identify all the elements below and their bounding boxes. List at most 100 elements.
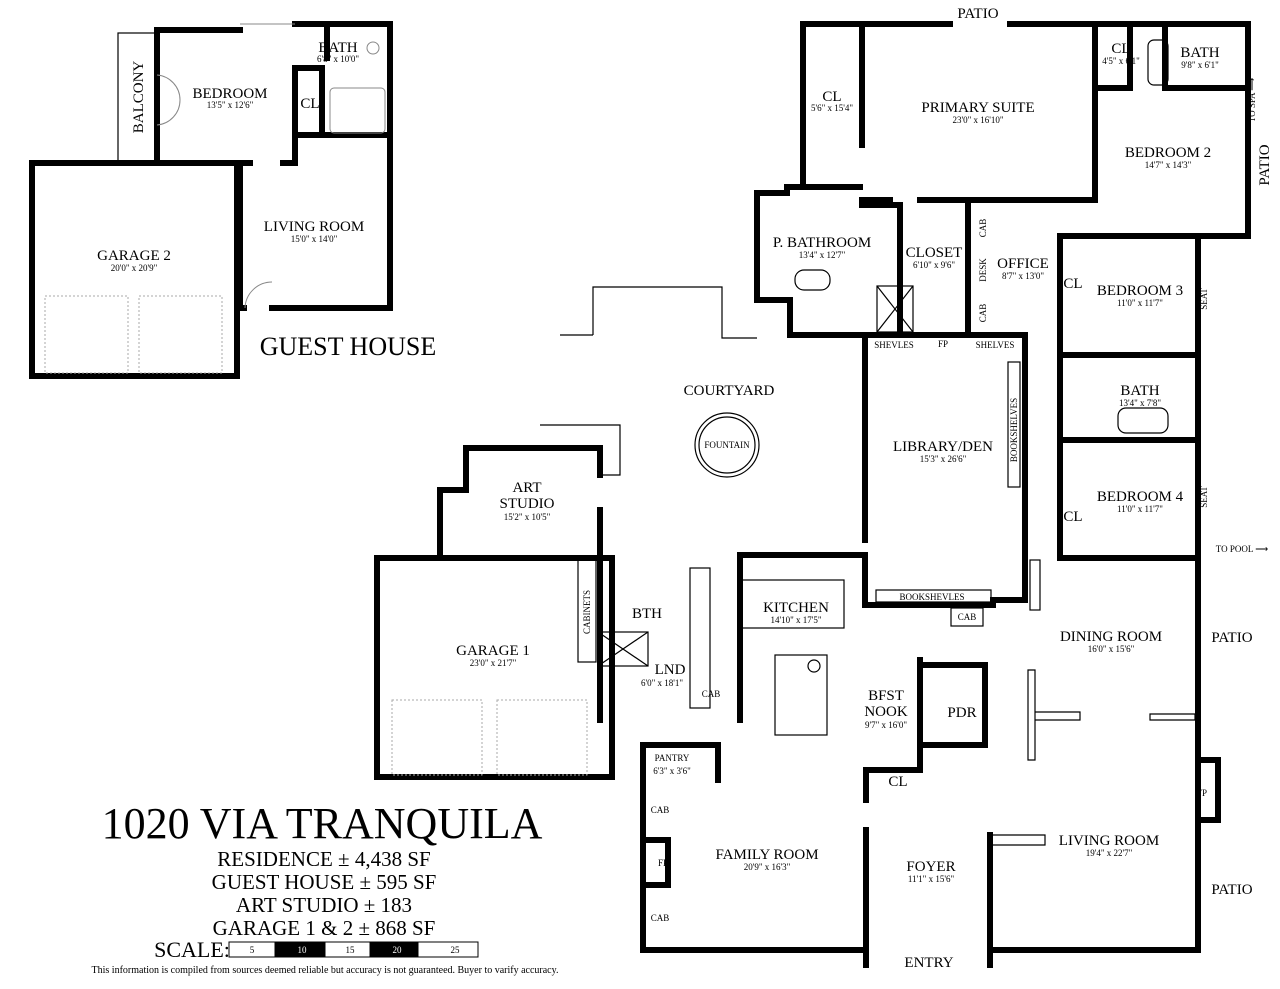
family-label: FAMILY ROOM [715, 847, 818, 863]
bath3-dim: 13'4" x 7'8" [1119, 398, 1161, 408]
office-cab-1: CAB [978, 219, 988, 238]
bedroom2-dim: 14'7" x 14'3" [1145, 160, 1192, 170]
library-label: LIBRARY/DEN [893, 439, 993, 455]
garage1-label: GARAGE 1 [456, 643, 530, 659]
cl-foyer-label: CL [888, 774, 907, 790]
cl-b2-label: CL [1111, 41, 1130, 57]
garage1-dim: 23'0" x 21'7" [470, 658, 517, 668]
living-label: LIVING ROOM [1059, 833, 1159, 849]
courtyard-label: COURTYARD [684, 383, 775, 399]
summary-art-studio: ART STUDIO ± 183 [236, 893, 412, 917]
patio-dining-label: PATIO [1211, 630, 1252, 646]
art-studio-dim: 15'2" x 10'5" [504, 512, 551, 522]
family-fp: FP [658, 858, 668, 868]
bath-b2-dim: 9'8" x 6'1" [1181, 60, 1219, 70]
to-pool-label: TO POOL ⟶ [1216, 544, 1269, 554]
kitchen-cab: CAB [958, 612, 977, 622]
gh-bath-dim: 6'8" x 10'0" [317, 54, 359, 64]
garage2-label: GARAGE 2 [97, 248, 171, 264]
foyer-label: FOYER [906, 859, 955, 875]
lnd-dim: 6'0" x 18'1" [641, 678, 683, 688]
bfst-label-2: NOOK [864, 704, 907, 720]
summary-residence: RESIDENCE ± 4,438 SF [217, 847, 430, 871]
fountain-label: FOUNTAIN [704, 440, 750, 450]
bedroom3-seat: SEAT [1199, 288, 1209, 310]
bedroom4-cl: CL [1063, 509, 1082, 525]
bedroom3-cl: CL [1063, 276, 1082, 292]
pantry-dim: 6'3" x 3'6" [653, 766, 691, 776]
bedroom3-label: BEDROOM 3 [1097, 283, 1183, 299]
bookshelves-bottom: BOOKSHEVLES [899, 592, 964, 602]
family-cab-1: CAB [651, 805, 670, 815]
cabinets-label: CABINETS [582, 590, 592, 634]
scale-tick-5: 5 [250, 945, 255, 955]
bedroom2-label: BEDROOM 2 [1125, 145, 1211, 161]
courtyard-outline [540, 286, 760, 478]
bedroom3-dim: 11'0" x 11'7" [1117, 298, 1163, 308]
garage2-dim: 20'0" x 20'9" [111, 263, 158, 273]
gh-bath-label: BATH [318, 40, 357, 56]
scale-tick-15: 15 [346, 945, 356, 955]
closet-dim: 6'10" x 9'6" [913, 260, 955, 270]
to-spa-label: TO SPA ⟶ [1247, 78, 1257, 123]
bth-label: BTH [632, 606, 662, 622]
dining-label: DINING ROOM [1060, 629, 1162, 645]
bfst-dim: 9'7" x 16'0" [865, 720, 907, 730]
fp-living-label: FP [1197, 788, 1207, 798]
disclaimer: This information is compiled from source… [92, 965, 559, 976]
bath-b2-label: BATH [1180, 45, 1219, 61]
cl-primary-dim: 5'6" x 15'4" [811, 103, 853, 113]
property-title: 1020 VIA TRANQUILA [102, 799, 543, 848]
shelves-right: SHELVES [976, 340, 1015, 350]
p-bathroom-dim: 13'4" x 12'7" [799, 250, 846, 260]
office-cab-2: CAB [978, 304, 988, 323]
office-label: OFFICE [997, 256, 1049, 272]
shelves-left: SHEVLES [874, 340, 914, 350]
scale-tick-10: 10 [298, 945, 308, 955]
gh-bedroom-label: BEDROOM [192, 86, 267, 102]
guest-house-walls [29, 21, 393, 379]
primary-suite-label: PRIMARY SUITE [921, 100, 1034, 116]
summary-guest-house: GUEST HOUSE ± 595 SF [212, 870, 437, 894]
bfst-label-1: BFST [868, 688, 904, 704]
main-house-walls [374, 21, 1251, 968]
gh-bedroom-dim: 13'5" x 12'6" [207, 100, 254, 110]
bookshelves-side: BOOKSHELVES [1009, 398, 1019, 462]
gh-closet-label: CL [300, 96, 319, 112]
gh-living-label: LIVING ROOM [264, 219, 364, 235]
cl-b2-dim: 4'5" x 6'1" [1102, 56, 1140, 66]
fountain [694, 412, 760, 478]
office-desk: DESK [978, 258, 988, 282]
primary-suite-dim: 23'0" x 16'10" [952, 115, 1003, 125]
family-cab-2: CAB [651, 913, 670, 923]
kitchen-label: KITCHEN [763, 600, 829, 616]
bedroom4-label: BEDROOM 4 [1097, 489, 1184, 505]
bedroom4-seat: SEAT [1199, 486, 1209, 508]
lnd-label: LND [655, 662, 686, 678]
scale-bar: 5 10 15 20 25 [228, 941, 479, 958]
scale-label: SCALE: [154, 937, 230, 962]
p-bathroom-label: P. BATHROOM [773, 235, 871, 251]
art-studio-label-1: ART [512, 480, 541, 496]
patio-b2-label: PATIO [1257, 144, 1273, 185]
entry-label: ENTRY [904, 955, 953, 971]
bedroom4-dim: 11'0" x 11'7" [1117, 504, 1163, 514]
kitchen-dim: 14'10" x 17'5" [770, 615, 821, 625]
scale-tick-20: 20 [393, 945, 403, 955]
patio-living-label: PATIO [1211, 882, 1252, 898]
balcony-label: BALCONY [131, 61, 147, 134]
closet-label: CLOSET [906, 245, 963, 261]
patio-top-label: PATIO [957, 6, 998, 22]
summary-garage: GARAGE 1 & 2 ± 868 SF [213, 916, 436, 940]
living-dim: 19'4" x 22'7" [1086, 848, 1133, 858]
family-dim: 20'9" x 16'3" [744, 862, 791, 872]
scale-tick-25: 25 [451, 945, 461, 955]
lnd-cab: CAB [702, 689, 721, 699]
library-dim: 15'3" x 26'6" [920, 454, 967, 464]
bath3-label: BATH [1120, 383, 1159, 399]
fp-library: FP [938, 339, 948, 349]
cl-primary-label: CL [822, 89, 841, 105]
pdr-label: PDR [947, 705, 976, 721]
gh-living-dim: 15'0" x 14'0" [291, 234, 338, 244]
